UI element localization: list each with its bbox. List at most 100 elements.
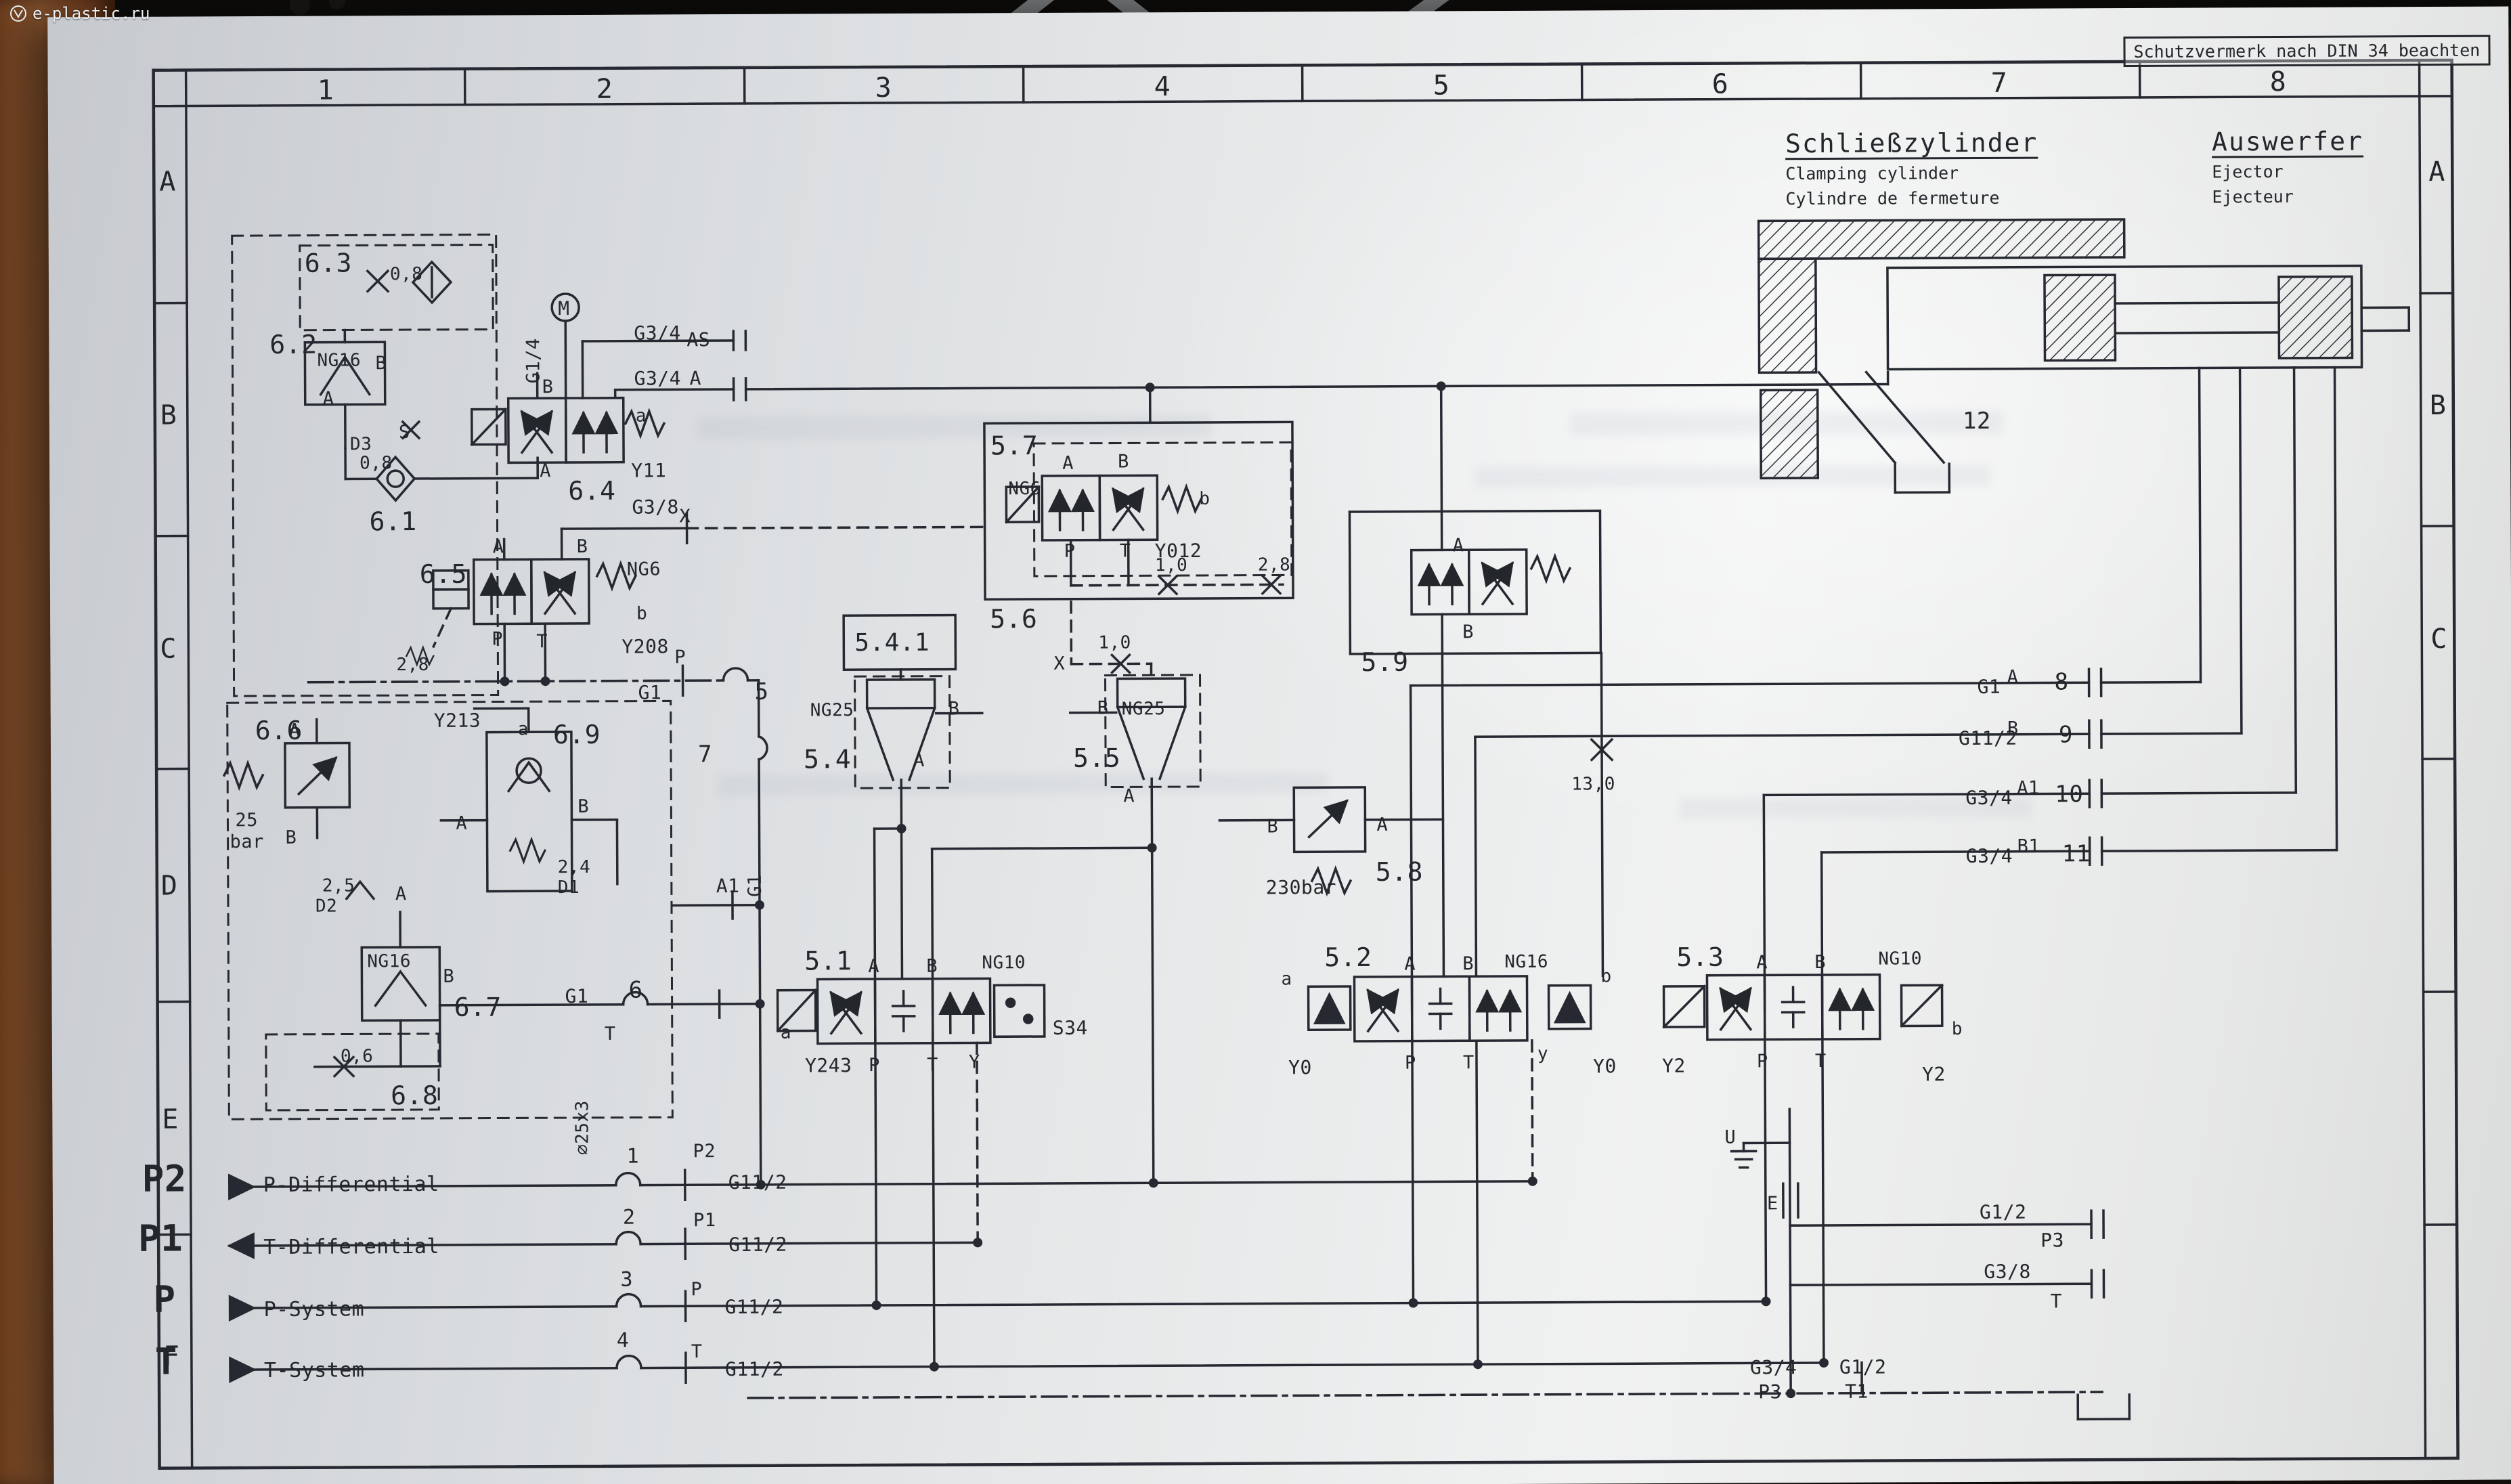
watermark-logo-icon (10, 5, 26, 22)
diagram-label: M (558, 297, 570, 320)
diagram-label: 0,6 (340, 1046, 374, 1067)
diagram-label: A (868, 956, 880, 978)
diagram-label: P (492, 628, 504, 650)
component-6-7: 6.7 (454, 992, 502, 1022)
diagram-label: NG6 (626, 559, 661, 580)
grid-row-e: E (162, 1104, 179, 1135)
diagram-label: B (1462, 621, 1475, 643)
diagram-label: A (1376, 814, 1389, 835)
diagram-label: P (674, 647, 686, 668)
grid-col-3: 3 (875, 72, 892, 104)
diagram-label: G3/4 (1749, 1356, 1797, 1379)
diagram-label: B (926, 955, 938, 977)
diagram-label: T (2050, 1290, 2062, 1313)
diagram-label: 13,0 (1571, 774, 1615, 795)
diagram-label: NG6 (1008, 478, 1041, 500)
diagram-label: T (604, 1023, 616, 1045)
diagram-label: bar (230, 831, 264, 853)
diagram-label: B (1814, 951, 1827, 974)
diagram-label: G3/4 (634, 322, 681, 345)
diagram-label: 2,5 (322, 875, 355, 896)
diagram-label: A (288, 720, 301, 741)
diagram-label: ⌀25x3 (572, 1100, 593, 1156)
diagram-label: a (635, 406, 647, 427)
component-5-8: 5.8 (1375, 856, 1424, 887)
pin (290, 0, 310, 15)
diagram-label: Y11 (631, 459, 667, 482)
diagram-label: T (1119, 540, 1131, 562)
diagram-label: T1 (1845, 1380, 1869, 1403)
grid-col-8: 8 (2269, 66, 2287, 98)
diagram-label: T (691, 1341, 703, 1363)
diagram-label: S (398, 422, 410, 443)
diagram-label: b (1951, 1019, 1963, 1040)
component-5-9: 5.9 (1361, 647, 1409, 677)
diagram-label: 0,8 (359, 453, 393, 474)
grid-row-b: B (160, 399, 177, 431)
diagram-label: S34 (1052, 1016, 1088, 1039)
diagram-label: NG16 (317, 350, 362, 371)
diagram-label: G1 (638, 681, 662, 704)
diagram-label: D3 (349, 434, 372, 455)
watermark: e-plastic.ru (9, 4, 150, 23)
diagram-label: 25 (235, 810, 259, 831)
component-5-5: 5.5 (1072, 743, 1121, 773)
diagram-label: A (456, 812, 468, 834)
diagram-label: NG10 (1878, 948, 1923, 969)
diagram-label: 2,8 (396, 654, 429, 676)
diagram-label: A (1123, 785, 1135, 807)
diagram-label: b (1199, 488, 1210, 509)
diagram-label: A (2007, 666, 2019, 688)
diagram-label: A (1452, 535, 1464, 556)
grid-row-c: C (160, 633, 177, 665)
diagram-label: G11/2 (724, 1295, 784, 1319)
diagram-label: 5 (754, 678, 769, 705)
connector-11: 11 (2061, 840, 2091, 868)
grid-col-1: 1 (317, 74, 334, 106)
diagram-label: P3 (1758, 1380, 1782, 1403)
diagram-label: P (1404, 1052, 1416, 1074)
diagram-label: P2 (693, 1141, 716, 1162)
diagram-label: b (636, 603, 648, 624)
diagram-label: 1,0 (1154, 555, 1188, 576)
diagram-label: 7 (697, 741, 713, 768)
watermark-text: e-plastic.ru (32, 4, 150, 23)
component-6-8: 6.8 (391, 1080, 439, 1111)
grid-row-a-right: A (2428, 156, 2445, 188)
grid-row-c-right: C (2430, 623, 2448, 655)
diagram-label: A (540, 460, 552, 482)
diagram-label: B (576, 536, 588, 557)
diagram-label: G3/8 (1984, 1260, 2031, 1283)
diagram-label: a (780, 1022, 792, 1043)
diagram-label: G3/4 (634, 367, 682, 390)
diagram-label: Y208 (621, 635, 669, 658)
diagram-label: 3 (620, 1267, 634, 1292)
grid-col-5: 5 (1433, 70, 1450, 102)
component-6-9: 6.9 (552, 719, 601, 750)
diagram-label: G3/8 (632, 496, 679, 519)
diagram-label: 4 (616, 1328, 630, 1353)
component-5-4-1: 5.4.1 (854, 628, 930, 657)
diagram-label: NG25 (810, 700, 854, 721)
diagram-label: AS (686, 328, 711, 351)
grid-col-4: 4 (1154, 71, 1171, 103)
diagram-label: NG10 (982, 953, 1026, 974)
diagram-label: P (868, 1055, 880, 1076)
component-5-7: 5.7 (990, 431, 1039, 461)
grid-row-a: A (159, 166, 177, 198)
port-p1: P1 (137, 1217, 183, 1260)
diagram-label: 6 (628, 976, 643, 1004)
diagram-label: B (1267, 816, 1279, 837)
grid-row-d: D (160, 870, 178, 902)
diagram-label: A (1404, 953, 1416, 975)
diagram-label: B (1097, 697, 1109, 719)
component-6-3: 6.3 (304, 248, 353, 278)
diagram-label: P (1064, 540, 1076, 562)
diagram-label: 230bar (1265, 876, 1337, 899)
diagram-label: B (443, 965, 455, 987)
component-5-1: 5.1 (804, 946, 852, 976)
diagram-label: B (948, 698, 960, 720)
component-5-2: 5.2 (1324, 942, 1372, 973)
